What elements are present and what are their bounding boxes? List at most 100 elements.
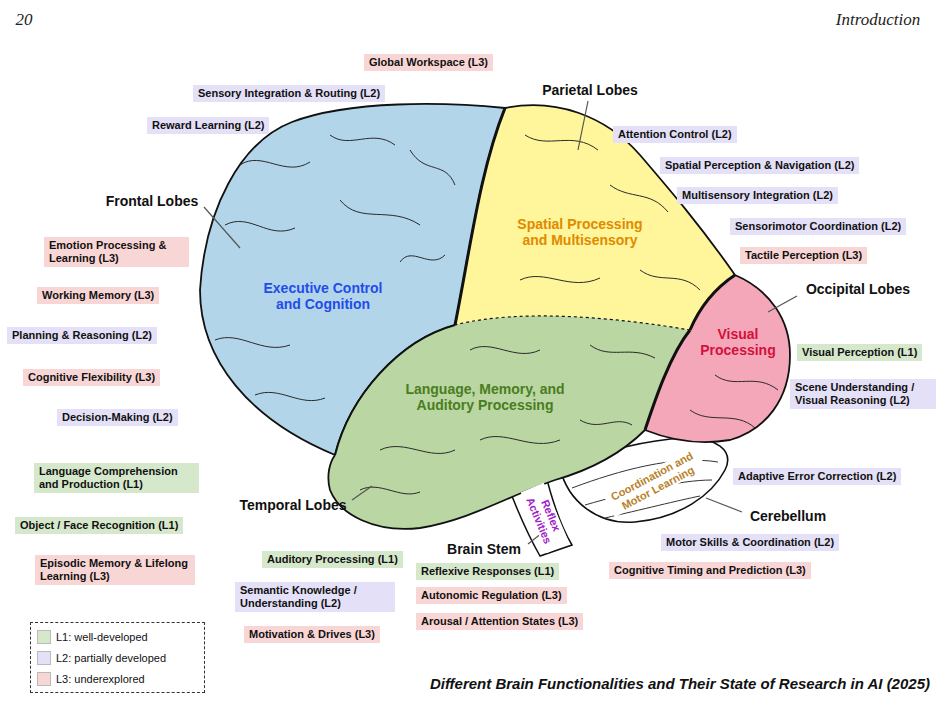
leader-line bbox=[352, 486, 372, 500]
legend-row: L1: well-developed bbox=[37, 626, 198, 647]
gyrus-line bbox=[410, 150, 455, 185]
gyrus-line bbox=[525, 135, 598, 150]
tag-text: Visual Perception (L1) bbox=[802, 346, 917, 359]
level-tag: Arousal / Attention States (L3) bbox=[416, 613, 583, 630]
lobe-name: Cerebellum bbox=[748, 508, 828, 524]
level-tag: Motivation & Drives (L3) bbox=[244, 626, 380, 643]
parieto-occipital-boundary bbox=[690, 275, 735, 330]
tag-text: Emotion Processing & Learning (L3) bbox=[49, 239, 184, 265]
level-tag: Tactile Perception (L3) bbox=[740, 247, 867, 264]
level-tag: Attention Control (L2) bbox=[613, 126, 737, 143]
legend-swatch bbox=[37, 672, 51, 686]
region-label: Language, Memory, and Auditory Processin… bbox=[398, 381, 572, 413]
tag-text: Semantic Knowledge / Understanding (L2) bbox=[240, 584, 390, 610]
level-tag: Scene Understanding / Visual Reasoning (… bbox=[790, 379, 936, 409]
gyrus-line bbox=[255, 392, 325, 400]
legend-box: L1: well-developedL2: partially develope… bbox=[30, 622, 205, 693]
legend-row: L3: underexplored bbox=[37, 668, 198, 689]
gyrus-line bbox=[400, 255, 445, 262]
level-tag: Multisensory Integration (L2) bbox=[677, 187, 838, 204]
level-tag: Cognitive Flexibility (L3) bbox=[23, 369, 160, 386]
tag-text: Decision-Making (L2) bbox=[62, 411, 173, 424]
leader-line bbox=[578, 101, 588, 150]
leader-line bbox=[706, 498, 742, 512]
figure-caption: Different Brain Functionalities and Thei… bbox=[430, 675, 930, 692]
level-tag: Adaptive Error Correction (L2) bbox=[733, 468, 901, 485]
tag-text: Motivation & Drives (L3) bbox=[249, 628, 375, 641]
level-tag: Auditory Processing (L1) bbox=[262, 551, 403, 568]
level-tag: Spatial Perception & Navigation (L2) bbox=[660, 157, 859, 174]
tag-text: Autonomic Regulation (L3) bbox=[421, 589, 562, 602]
tag-text: Sensory Integration & Routing (L2) bbox=[198, 87, 380, 100]
gyrus-line bbox=[520, 277, 600, 283]
tag-text: Auditory Processing (L1) bbox=[267, 553, 398, 566]
gyrus-line bbox=[225, 221, 295, 231]
level-tag: Reflexive Responses (L1) bbox=[416, 563, 559, 580]
lobe-name: Brain Stem bbox=[445, 541, 523, 557]
region-label: Coordination and Motor Learning bbox=[603, 446, 707, 517]
tag-text: Cognitive Timing and Prediction (L3) bbox=[614, 564, 806, 577]
legend-text: L1: well-developed bbox=[56, 631, 148, 643]
tag-text: Object / Face Recognition (L1) bbox=[20, 519, 178, 532]
tag-text: Attention Control (L2) bbox=[618, 128, 732, 141]
tag-text: Multisensory Integration (L2) bbox=[682, 189, 833, 202]
lobe-name: Temporal Lobes bbox=[237, 497, 348, 513]
level-tag: Cognitive Timing and Prediction (L3) bbox=[609, 562, 811, 579]
brain-outline bbox=[328, 430, 645, 529]
gyrus-line bbox=[340, 200, 420, 225]
tag-text: Reward Learning (L2) bbox=[152, 119, 264, 132]
tag-text: Scene Understanding / Visual Reasoning (… bbox=[795, 381, 931, 407]
level-tag: Object / Face Recognition (L1) bbox=[15, 517, 183, 534]
tag-text: Arousal / Attention States (L3) bbox=[421, 615, 578, 628]
level-tag: Episodic Memory & Lifelong Learning (L3) bbox=[35, 555, 195, 585]
tag-text: Adaptive Error Correction (L2) bbox=[738, 470, 896, 483]
legend-text: L2: partially developed bbox=[56, 652, 166, 664]
central-sulcus bbox=[455, 108, 505, 325]
level-tag: Working Memory (L3) bbox=[37, 287, 159, 304]
gyrus-line bbox=[715, 375, 778, 390]
tag-text: Language Comprehension and Production (L… bbox=[39, 465, 194, 491]
level-tag: Emotion Processing & Learning (L3) bbox=[44, 237, 189, 267]
tag-text: Sensorimotor Coordination (L2) bbox=[735, 220, 901, 233]
tag-text: Tactile Perception (L3) bbox=[745, 249, 862, 262]
tag-text: Global Workspace (L3) bbox=[369, 56, 488, 69]
leader-line bbox=[204, 207, 240, 248]
gyrus-line bbox=[470, 347, 540, 354]
page-number: 20 bbox=[14, 10, 35, 30]
level-tag: Reward Learning (L2) bbox=[147, 117, 269, 134]
parieto-temporal-boundary bbox=[455, 316, 690, 330]
legend-row: L2: partially developed bbox=[37, 647, 198, 668]
gyrus-line bbox=[580, 420, 632, 425]
level-tag: Sensorimotor Coordination (L2) bbox=[730, 218, 906, 235]
gyrus-line bbox=[610, 185, 668, 212]
level-tag: Planning & Reasoning (L2) bbox=[7, 327, 157, 344]
level-tag: Visual Perception (L1) bbox=[797, 344, 922, 361]
lobe-name: Frontal Lobes bbox=[104, 193, 201, 209]
region-label: Executive Control and Cognition bbox=[251, 280, 395, 312]
legend-swatch bbox=[37, 651, 51, 665]
tag-text: Cognitive Flexibility (L3) bbox=[28, 371, 155, 384]
occipito-temporal-boundary bbox=[645, 330, 690, 430]
lobe-name: Occipital Lobes bbox=[804, 281, 912, 297]
gyrus-line bbox=[690, 410, 755, 428]
tag-text: Reflexive Responses (L1) bbox=[421, 565, 554, 578]
level-tag: Semantic Knowledge / Understanding (L2) bbox=[235, 582, 395, 612]
leader-line bbox=[768, 296, 797, 312]
running-head: Introduction bbox=[834, 10, 922, 30]
gyrus-line bbox=[640, 270, 700, 290]
gyrus-line bbox=[215, 338, 290, 348]
tag-text: Planning & Reasoning (L2) bbox=[12, 329, 152, 342]
gyrus-line bbox=[590, 345, 655, 358]
tag-text: Episodic Memory & Lifelong Learning (L3) bbox=[40, 557, 190, 583]
tag-text: Working Memory (L3) bbox=[42, 289, 154, 302]
tag-text: Motor Skills & Coordination (L2) bbox=[666, 536, 834, 549]
region-label: Reflex Activities bbox=[520, 483, 569, 554]
tag-text: Spatial Perception & Navigation (L2) bbox=[665, 159, 854, 172]
gyrus-line bbox=[380, 447, 455, 454]
level-tag: Motor Skills & Coordination (L2) bbox=[661, 534, 839, 551]
gyrus-line bbox=[330, 135, 395, 145]
gyrus-line bbox=[240, 160, 310, 167]
level-tag: Decision-Making (L2) bbox=[57, 409, 178, 426]
legend-text: L3: underexplored bbox=[56, 673, 145, 685]
